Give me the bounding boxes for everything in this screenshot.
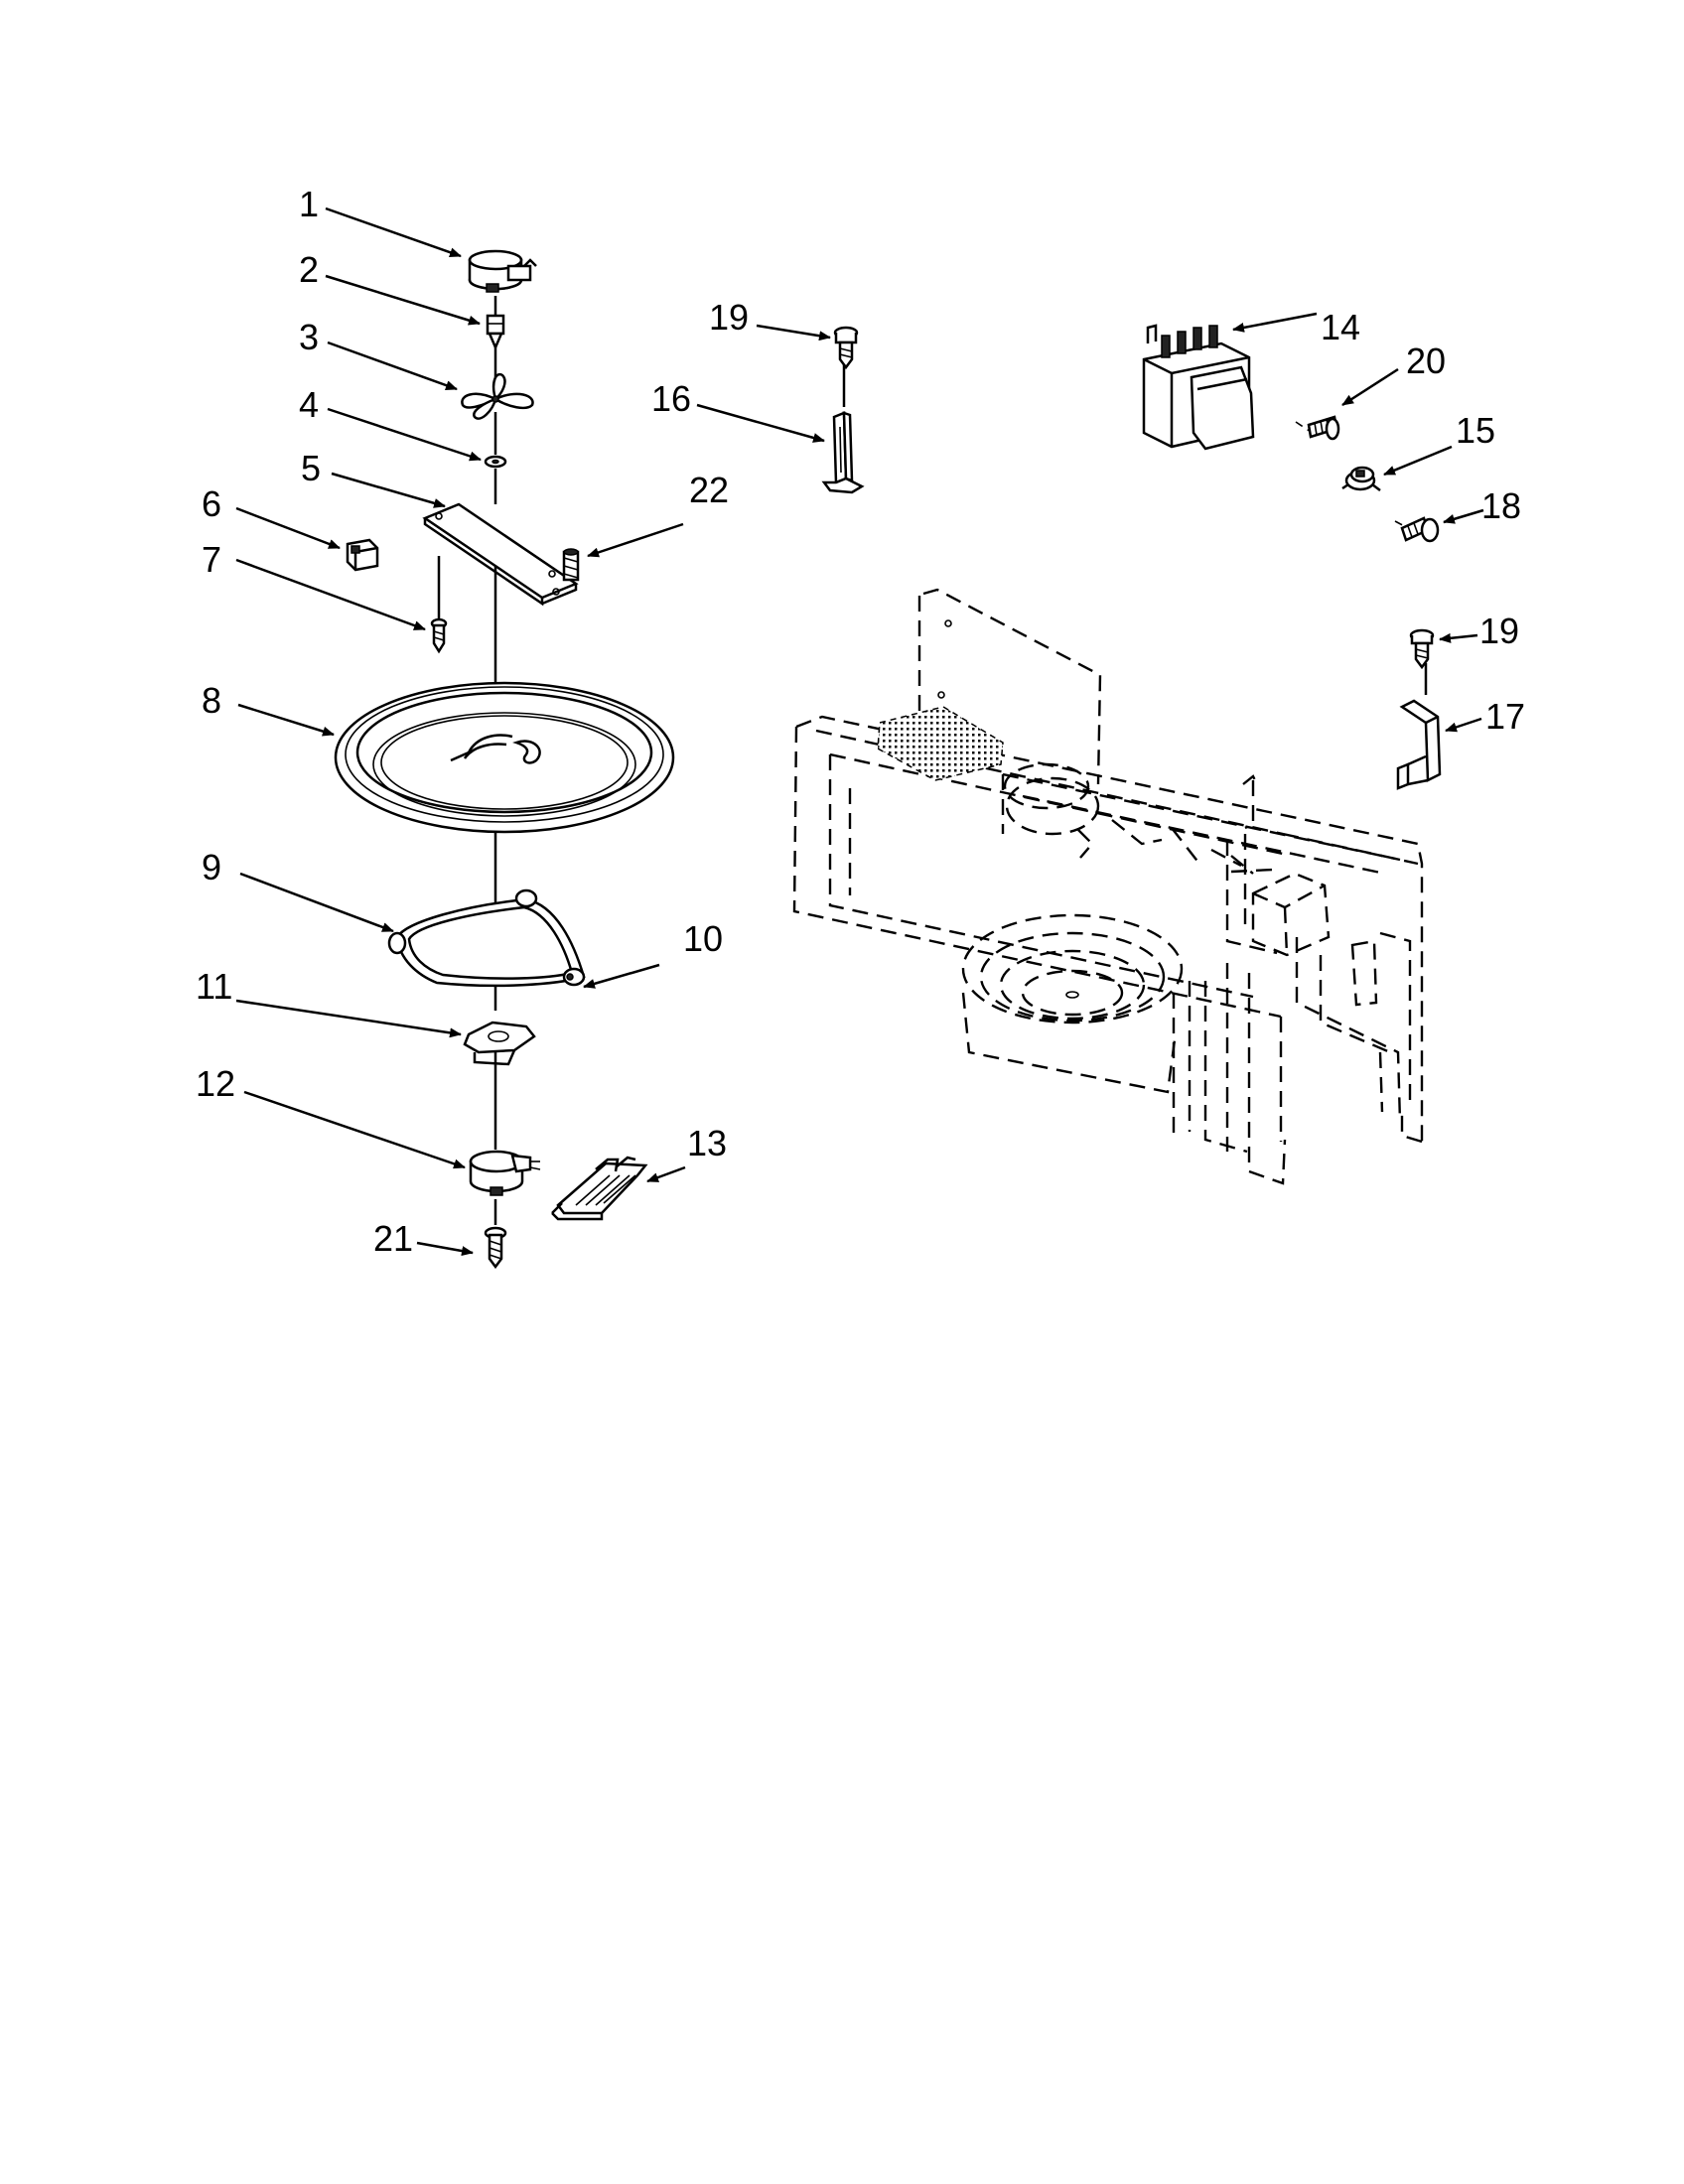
callout-16: 16: [651, 378, 691, 419]
callout-5: 5: [301, 448, 321, 488]
part-22-screw[interactable]: [562, 548, 580, 582]
part-15-thermostat[interactable]: [1341, 466, 1381, 491]
part-18-screw[interactable]: [1400, 516, 1440, 543]
callout-21: 21: [373, 1218, 413, 1259]
part-19-screw-right[interactable]: [1409, 628, 1435, 670]
callout-1: 1: [299, 184, 319, 224]
callout-9: 9: [202, 847, 221, 887]
callout-12: 12: [196, 1063, 235, 1104]
callout-15: 15: [1456, 410, 1495, 451]
callout-20: 20: [1406, 341, 1446, 381]
callout-11: 11: [196, 966, 232, 1007]
part-6-clip[interactable]: [346, 538, 379, 572]
callout-3: 3: [299, 317, 319, 357]
callout-13: 13: [687, 1123, 727, 1163]
part-5-mounting-plate[interactable]: [422, 502, 579, 607]
part-14-transformer[interactable]: [1142, 324, 1255, 451]
part-20-screw[interactable]: [1307, 415, 1340, 441]
callout-6: 6: [202, 483, 221, 524]
callout-labels: 1 2 3 4 5 6 7 8 9 10 11 12 13 14 15 16 1…: [196, 184, 1525, 1259]
part-3-fan-blade[interactable]: [461, 372, 534, 420]
part-1-motor[interactable]: [468, 249, 537, 293]
part-8-glass-tray[interactable]: [334, 681, 675, 834]
callout-arrows: [235, 206, 1484, 1256]
part-2-coupler[interactable]: [486, 314, 505, 351]
callout-7: 7: [202, 539, 221, 580]
callout-17: 17: [1485, 696, 1525, 737]
part-19-screw-top[interactable]: [833, 326, 859, 370]
callout-22: 22: [689, 470, 729, 510]
callout-18: 18: [1481, 485, 1521, 526]
part-9-roller-ring[interactable]: [387, 888, 586, 988]
callout-8: 8: [202, 680, 221, 721]
callout-2: 2: [299, 249, 319, 290]
part-12-turntable-motor[interactable]: [469, 1150, 541, 1196]
callout-10: 10: [683, 918, 723, 959]
part-7-screw[interactable]: [430, 617, 448, 654]
microwave-cavity-outline: [792, 588, 1424, 1185]
part-4-washer[interactable]: [484, 455, 507, 469]
part-13-bracket[interactable]: [551, 1156, 648, 1221]
part-16-bracket[interactable]: [821, 411, 865, 494]
callout-14: 14: [1321, 307, 1360, 347]
callout-19-top: 19: [709, 297, 749, 338]
part-17-bracket[interactable]: [1396, 699, 1442, 790]
part-11-drive-hub[interactable]: [463, 1021, 536, 1066]
part-21-screw[interactable]: [484, 1226, 507, 1270]
callout-19-right: 19: [1479, 611, 1519, 651]
callout-4: 4: [299, 384, 319, 425]
